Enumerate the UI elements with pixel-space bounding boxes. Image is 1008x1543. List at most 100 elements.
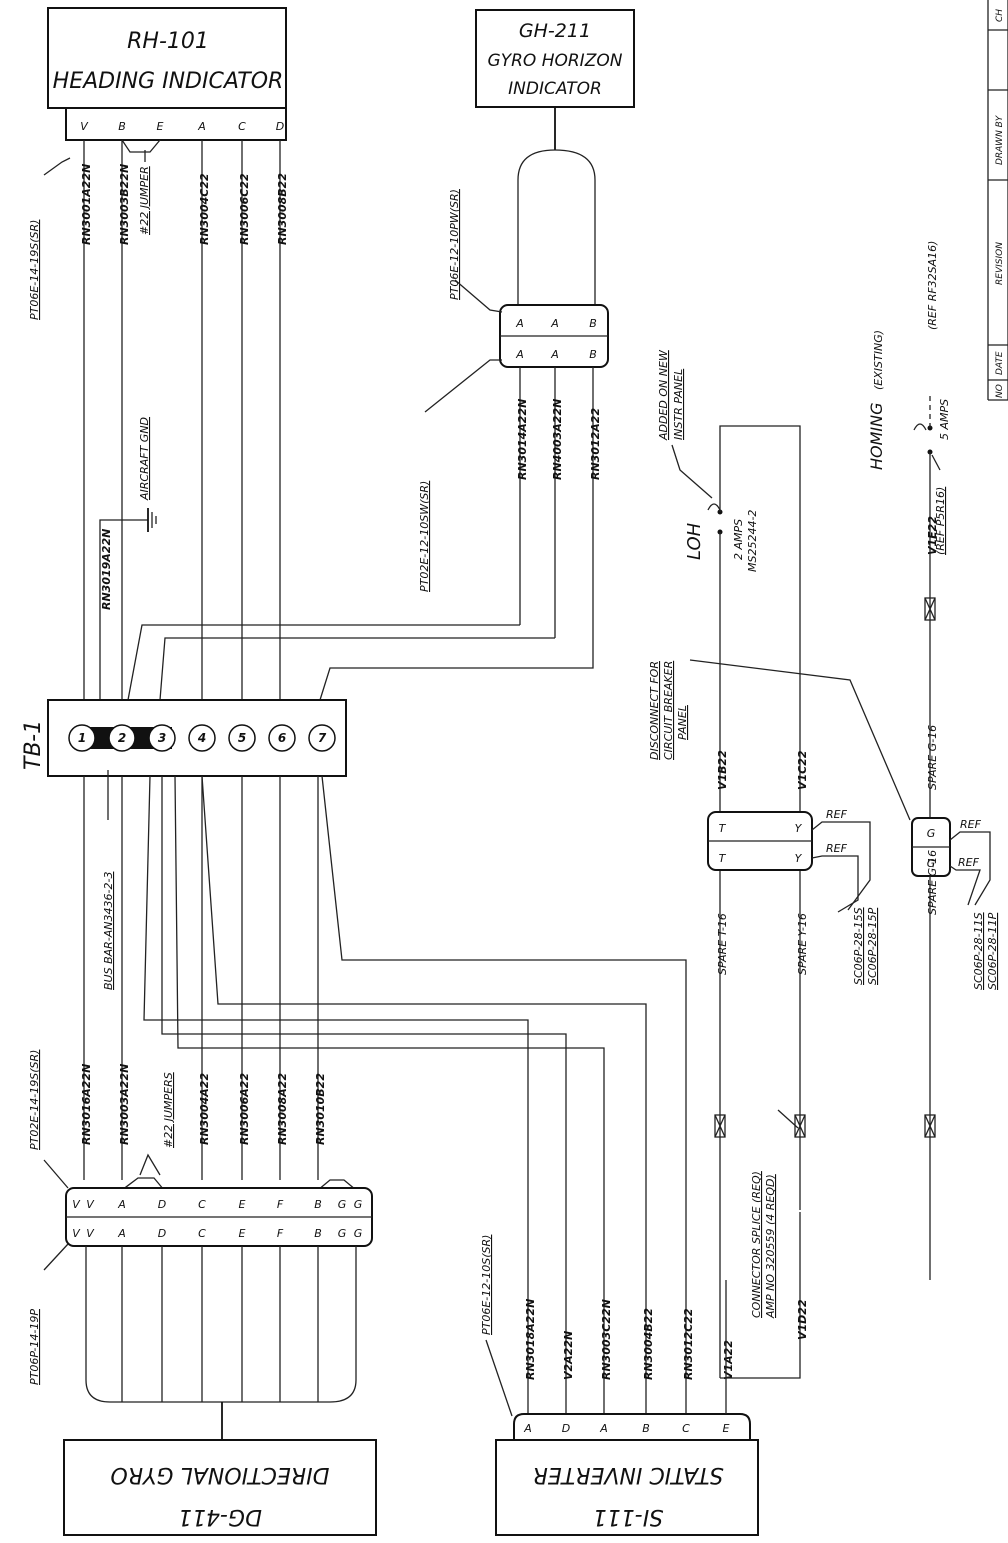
- tb-terminal: 5: [238, 731, 246, 745]
- gh211-subtitle-2: INDICATOR: [508, 79, 602, 99]
- dg-pin: E: [239, 1227, 246, 1240]
- si111-static-inverter: STATIC INVERTER SI-111: [495, 1439, 759, 1536]
- dg-wire-label: RN3010B22: [314, 1073, 327, 1145]
- tb-terminal: 6: [278, 731, 286, 745]
- ty-ref-leader: [811, 821, 871, 911]
- gh-wire-label: RN3014A22N: [516, 399, 529, 480]
- dg-pin: V: [86, 1227, 95, 1240]
- tb-date: DATE: [995, 351, 1005, 375]
- gh-pin: A: [550, 317, 559, 330]
- v1b22-label: V1B22: [716, 750, 729, 790]
- gh-wire-route: [159, 637, 555, 701]
- si-wire-label: RN3018A22N: [524, 1299, 537, 1380]
- si111-subtitle: SI-111: [593, 1504, 663, 1529]
- disconnect-leader: [689, 659, 911, 821]
- gh-pin: A: [515, 348, 524, 361]
- splice-note-2: AMP NO 320559 (4 REQD): [764, 1174, 777, 1319]
- dg-pin: G: [354, 1227, 363, 1240]
- tb-ch: CH: [995, 9, 1005, 22]
- added-note-1: ADDED ON NEW: [657, 349, 670, 441]
- ty-ref-2: REF: [826, 842, 848, 855]
- dg-pin: A: [117, 1227, 126, 1240]
- rh101-heading-indicator: RH-101 HEADING INDICATOR: [47, 7, 287, 109]
- si-route: [321, 775, 687, 1440]
- dg-wire-label: RN3006A22: [238, 1073, 251, 1145]
- tb-terminal: 3: [158, 731, 166, 745]
- ref-rf-label: (REF RF32SA16): [926, 241, 939, 330]
- dg-connector-bottom-label: PT06P-14-19P: [28, 1309, 41, 1385]
- tb-no: NO: [995, 384, 1005, 398]
- homing-label: HOMING: [867, 402, 886, 470]
- dg-pin: E: [239, 1198, 246, 1211]
- tb-revision: REVISION: [995, 242, 1005, 285]
- gh-plug-label: PT06E-12-10PW(SR): [448, 189, 461, 300]
- tb-terminal: 7: [318, 731, 327, 745]
- si-connector-label: PT06E-12-10S(SR): [480, 1235, 493, 1335]
- gh-pin: B: [589, 348, 597, 361]
- rh-wire-label: RN3001A22N: [80, 164, 93, 245]
- si-wire-label: RN3004B22: [642, 1308, 655, 1380]
- rh-connector-label: PT06E-14-19S(SR): [28, 220, 41, 320]
- g-pin: G: [927, 857, 936, 870]
- homing-breaker-symbol: [913, 423, 927, 431]
- gh-wire-route: [127, 624, 520, 701]
- gh-pin: A: [550, 348, 559, 361]
- si-pin: A: [599, 1422, 608, 1435]
- gh-recept-label: PT02E-12-10SW(SR): [418, 481, 431, 592]
- dg-pin: B: [314, 1198, 322, 1211]
- gnd-wire-label: RN3019A22N: [100, 529, 113, 610]
- rh-wire-label: RN3004C22: [198, 173, 211, 245]
- ty-connector: T T Y Y: [707, 811, 813, 871]
- homing-amps: 5 AMPS: [938, 399, 951, 440]
- dg-pin: B: [314, 1227, 322, 1240]
- bus-bar-label: BUS BAR-AN3436-2-3: [102, 872, 115, 990]
- disconnect-note-1: DISCONNECT FOR: [648, 661, 661, 760]
- rh-wire-label: RN3008B22: [276, 173, 289, 245]
- loh-label: LOH: [684, 522, 705, 560]
- gh-wire-route: [319, 648, 594, 701]
- si-pin: A: [523, 1422, 532, 1435]
- si-pin: B: [642, 1422, 650, 1435]
- ty-pin: Y: [795, 822, 803, 835]
- gh-recept-leader: [424, 359, 502, 413]
- rh-jumper-label: #22 JUMPER: [138, 166, 151, 235]
- spare-g16-bot-label: SPARE G-16: [926, 850, 939, 915]
- dg-pin: V: [72, 1198, 81, 1211]
- dg411-directional-gyro: DIRECTIONAL GYRO DG-411: [63, 1439, 377, 1536]
- si-wire-label: V1A22: [722, 1340, 735, 1380]
- dg-pin: D: [158, 1227, 166, 1240]
- si-pin: C: [682, 1422, 690, 1435]
- rh-pin: B: [118, 120, 126, 133]
- si-wire-label: RN3003C22N: [600, 1299, 613, 1380]
- gh-connector: A A B A A B: [499, 304, 609, 368]
- si-wire-label: RN3012C22: [682, 1308, 695, 1380]
- g-ref-2: REF: [958, 856, 980, 869]
- si-route: [161, 776, 567, 1440]
- dg-pin: A: [117, 1198, 126, 1211]
- title-block: NO DATE REVISION DRAWN BY CH: [987, 0, 1008, 401]
- gnd-wire: [99, 519, 148, 700]
- tb-terminal: 2: [118, 731, 126, 745]
- dg-pin: G: [338, 1198, 347, 1211]
- v1d22-label: V1D22: [796, 1299, 809, 1340]
- dg-wire-label: RN3016A22N: [80, 1064, 93, 1145]
- ty-ref-leader-2: [811, 855, 859, 913]
- disconnect-note-3: PANEL: [676, 705, 689, 740]
- dg-connector: V V A D C E F B G G V V A D C E F B G G: [65, 1177, 373, 1247]
- si-connector: A D A B C E: [513, 1413, 751, 1441]
- tb-terminal: 4: [197, 731, 206, 745]
- dg-bottom-leader: [43, 1243, 69, 1271]
- ref-p-label: (REF P5R16): [934, 487, 947, 555]
- tb1-label: TB-1: [21, 720, 46, 770]
- spare-y16-label: SPARE Y-16: [796, 913, 809, 975]
- tb1-terminal-block: TB-1 1 2 3 4 5 6 7: [21, 699, 347, 777]
- rh-jumper-line: [121, 139, 161, 153]
- si-pin: E: [723, 1422, 730, 1435]
- dg-bundle: [85, 1246, 357, 1403]
- gh211-title: GH-211: [519, 20, 591, 42]
- tb-drawn-by: DRAWN BY: [995, 114, 1005, 165]
- ty-pin: T: [719, 822, 727, 835]
- si-route: [143, 775, 529, 1440]
- spare-g16-top-label: SPARE G-16: [926, 725, 939, 790]
- rh-pin: A: [197, 120, 206, 133]
